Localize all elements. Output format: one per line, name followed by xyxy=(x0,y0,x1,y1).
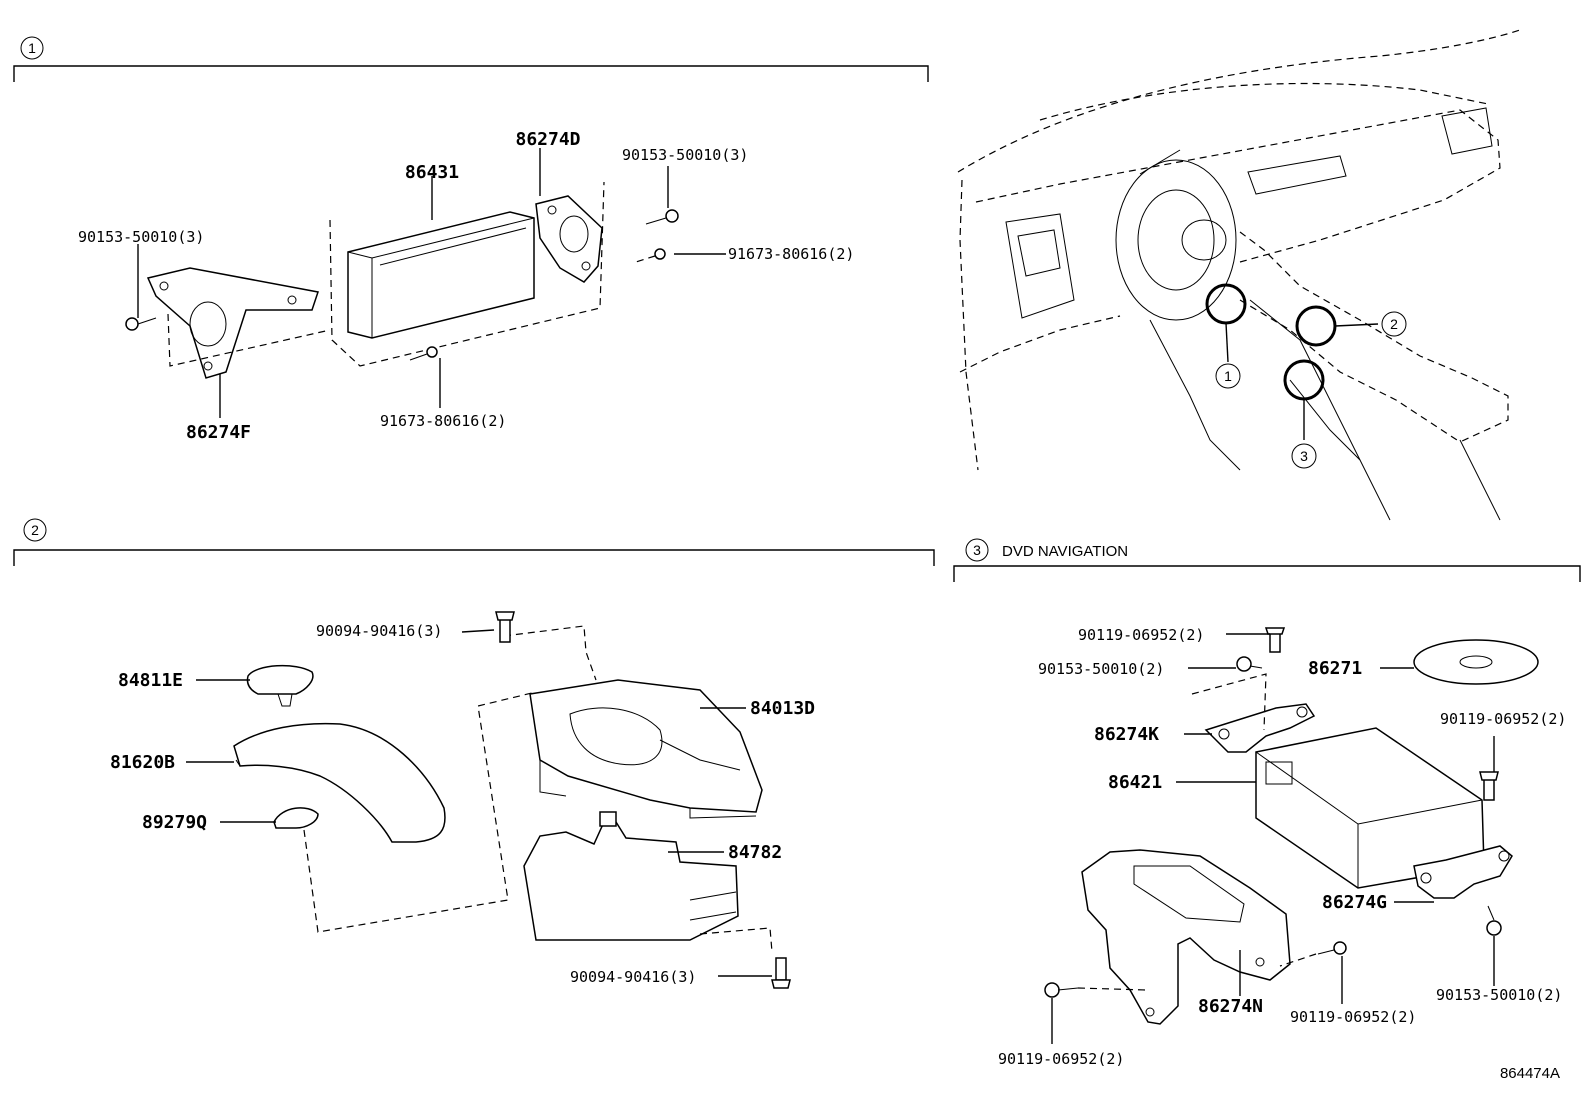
screw-icon xyxy=(495,611,515,643)
knob-84811E xyxy=(246,664,314,707)
label-screw-90094-90416: 90094-90416(3) xyxy=(570,968,696,986)
bolt-icon xyxy=(1317,941,1347,955)
steering-wheel xyxy=(1115,159,1237,321)
section-3-bracket xyxy=(953,565,1581,582)
section-2-number: 2 xyxy=(31,522,39,538)
label-84782: 84782 xyxy=(728,842,782,863)
bolt-icon xyxy=(1479,771,1499,801)
bolt-icon xyxy=(1486,905,1502,936)
reference-code: 864474A xyxy=(1500,1065,1560,1082)
label-86274K: 86274K xyxy=(1094,724,1159,745)
label-86274G: 86274G xyxy=(1322,892,1387,913)
label-86274F: 86274F xyxy=(186,422,251,443)
label-bolt-90153-50010: 90153-50010(2) xyxy=(1436,986,1562,1004)
label-bolt-90153-50010: 90153-50010(3) xyxy=(622,146,748,164)
shifter-84782 xyxy=(523,811,739,941)
label-89279Q: 89279Q xyxy=(142,812,207,833)
label-86431: 86431 xyxy=(405,162,459,183)
bracket-86274D xyxy=(535,195,603,283)
label-86274D: 86274D xyxy=(515,129,580,150)
label-screw-91673-80616: 91673-80616(2) xyxy=(380,412,506,430)
label-bolt-90153-50010: 90153-50010(2) xyxy=(1038,660,1164,678)
section-1-bracket xyxy=(13,65,929,82)
section-2-marker xyxy=(23,518,47,542)
screw-icon xyxy=(409,346,438,361)
section-1-marker xyxy=(20,36,44,60)
dashboard-overview: 1 2 3 xyxy=(957,29,1521,521)
bracket-86274G xyxy=(1413,845,1513,899)
unit-86431-guide xyxy=(329,181,605,367)
label-84811E: 84811E xyxy=(118,670,183,691)
label-bolt-90119-06952: 90119-06952(2) xyxy=(1290,1008,1416,1026)
bolt-icon xyxy=(125,317,157,331)
section-3-marker xyxy=(965,538,989,562)
bolt-icon xyxy=(1236,656,1263,672)
section-1-number: 1 xyxy=(28,40,36,56)
label-84013D: 84013D xyxy=(750,698,815,719)
label-86421: 86421 xyxy=(1108,772,1162,793)
unit-86431 xyxy=(347,211,535,339)
bolt-icon xyxy=(1264,627,1286,653)
label-bolt-90153-50010: 90153-50010(3) xyxy=(78,228,204,246)
callout-1: 1 xyxy=(1224,368,1232,384)
cover-81620B xyxy=(233,722,446,843)
bolt-icon xyxy=(645,209,679,225)
label-81620B: 81620B xyxy=(110,752,175,773)
label-bolt-90119-06952: 90119-06952(2) xyxy=(1440,710,1566,728)
section-2: 2 xyxy=(13,518,935,989)
label-86274N: 86274N xyxy=(1198,996,1263,1017)
label-screw-90094-90416: 90094-90416(3) xyxy=(316,622,442,640)
section-3-title: DVD NAVIGATION xyxy=(1002,543,1128,560)
grommet-89279Q xyxy=(273,807,319,829)
bracket-86274N xyxy=(1081,849,1291,1025)
bracket-86274F xyxy=(146,267,319,379)
section-3-number: 3 xyxy=(973,542,981,558)
screw-icon xyxy=(771,957,791,989)
bolt-icon xyxy=(1044,982,1079,998)
label-bolt-90119-06952: 90119-06952(2) xyxy=(998,1050,1124,1068)
label-screw-91673-80616: 91673-80616(2) xyxy=(728,245,854,263)
callout-2: 2 xyxy=(1390,316,1398,332)
label-bolt-90119-06952: 90119-06952(2) xyxy=(1078,626,1204,644)
disc-86271 xyxy=(1413,639,1539,685)
section-1: 1 xyxy=(13,36,929,443)
label-86271: 86271 xyxy=(1308,658,1362,679)
section-2-bracket xyxy=(13,549,935,566)
callout-3: 3 xyxy=(1300,448,1308,464)
bracket-86274K xyxy=(1204,703,1316,753)
section-3: 3 DVD NAVIGATION xyxy=(953,538,1581,1068)
bezel-84013D xyxy=(529,679,763,819)
screw-icon xyxy=(635,248,666,263)
